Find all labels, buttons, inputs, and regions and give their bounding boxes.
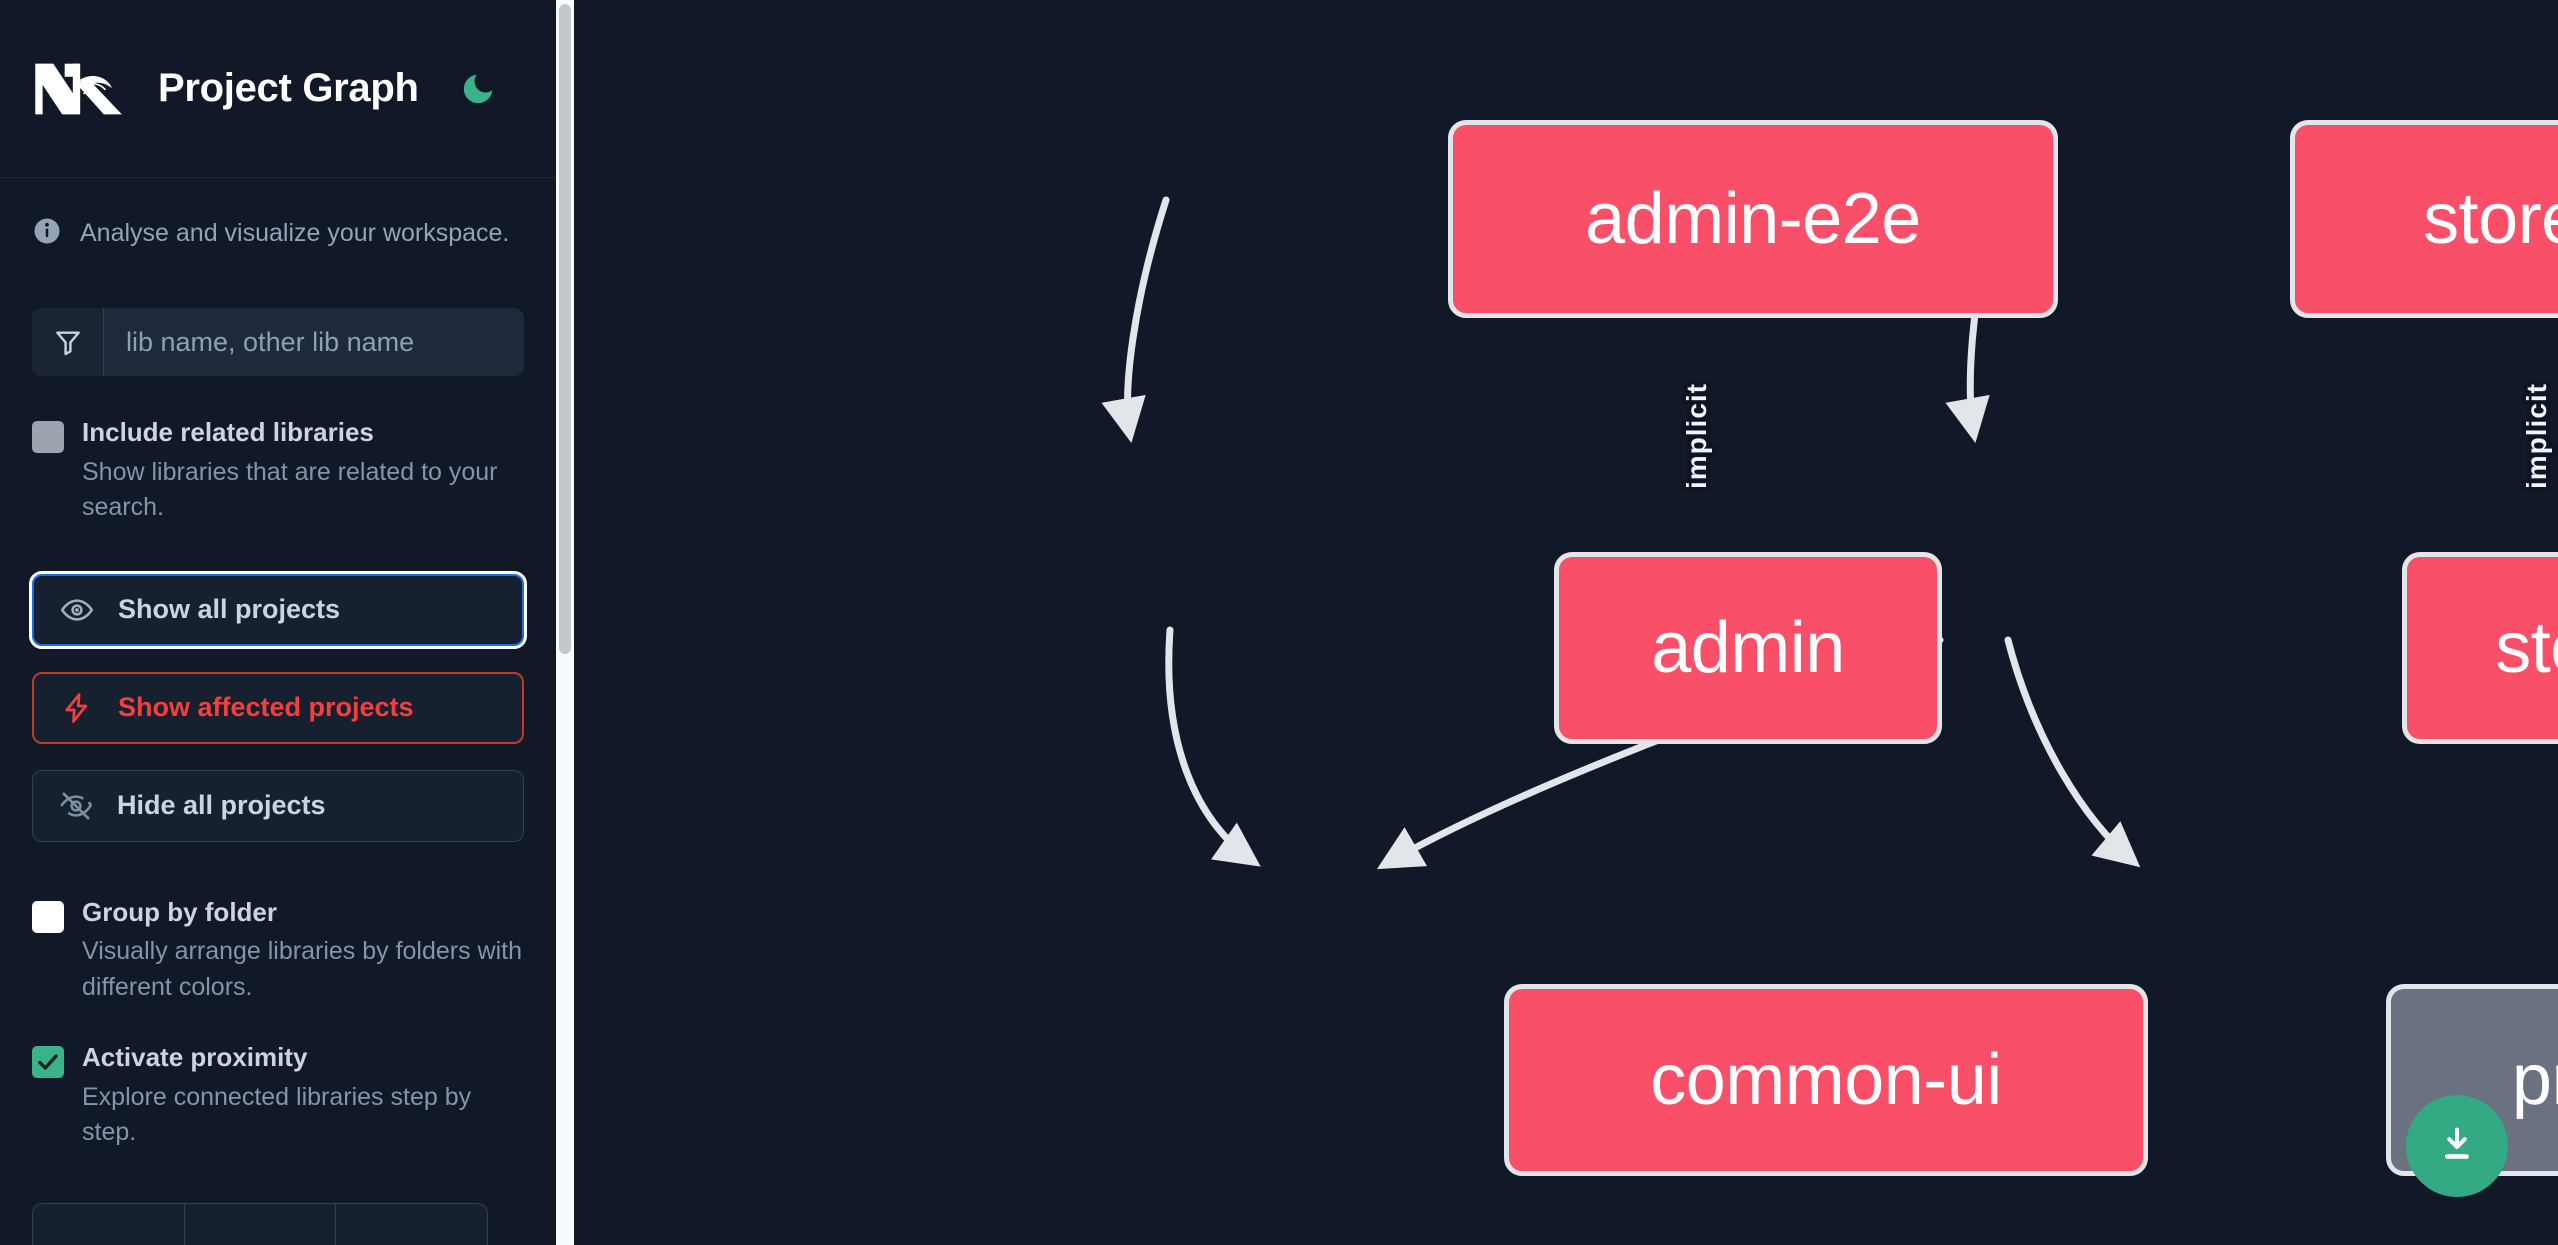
checkbox-row-group-by-folder[interactable]: Group by folder Visually arrange librari…	[0, 896, 556, 1006]
proximity-stepper-decrease[interactable]	[33, 1204, 185, 1245]
download-image-button[interactable]	[2406, 1095, 2508, 1197]
graph-node-admin-e2e[interactable]: admin-e2e	[1448, 120, 2058, 318]
search-section	[0, 251, 556, 376]
graph-node-admin[interactable]: admin	[1554, 552, 1942, 744]
graph-node-store-e2e[interactable]: store-e2e	[2290, 120, 2558, 318]
sidebar: Project Graph Analyse and visualize yo	[0, 0, 574, 1245]
sidebar-scrollbar[interactable]	[556, 0, 574, 1245]
hide-all-projects-label: Hide all projects	[117, 790, 326, 820]
activate-proximity-label: Activate proximity	[82, 1042, 308, 1072]
search-box[interactable]	[32, 308, 524, 376]
group-by-folder-checkbox[interactable]	[32, 900, 64, 933]
graph-node-common-ui[interactable]: common-ui	[1504, 984, 2148, 1176]
proximity-stepper-increase[interactable]	[336, 1204, 487, 1245]
checkbox-row-include-related-libraries[interactable]: Include related libraries Show libraries…	[0, 416, 556, 526]
project-visibility-buttons: Show all projects Show affected projects	[0, 526, 556, 842]
activate-proximity-texts: Activate proximity Explore connected lib…	[82, 1041, 524, 1151]
graph-canvas[interactable]: admin-e2estore-e2eadminstorecommon-uipro…	[574, 0, 2558, 1245]
proximity-stepper-value[interactable]	[185, 1204, 337, 1245]
eye-off-icon	[59, 789, 93, 823]
download-icon	[2434, 1122, 2480, 1171]
proximity-stepper-group[interactable]	[32, 1203, 488, 1245]
lightning-bolt-icon	[60, 691, 94, 725]
include-related-libraries-label: Include related libraries	[82, 417, 374, 447]
include-related-libraries-texts: Include related libraries Show libraries…	[82, 416, 524, 526]
activate-proximity-checkbox[interactable]	[32, 1046, 64, 1078]
include-related-libraries-description: Show libraries that are related to your …	[82, 457, 498, 522]
graph-node-store[interactable]: store	[2402, 552, 2558, 744]
include-related-libraries-checkbox[interactable]	[32, 421, 64, 453]
workspace-info-text: Analyse and visualize your workspace.	[80, 219, 510, 248]
show-affected-projects-label: Show affected projects	[118, 692, 414, 722]
hide-all-projects-button[interactable]: Hide all projects	[32, 769, 524, 842]
group-by-folder-texts: Group by folder Visually arrange librari…	[82, 896, 524, 1006]
sidebar-scroll-region: Project Graph Analyse and visualize yo	[0, 0, 556, 1245]
group-by-folder-description: Visually arrange libraries by folders wi…	[82, 937, 523, 1001]
sidebar-header: Project Graph	[0, 0, 556, 178]
check-icon	[38, 1054, 58, 1070]
edge-store-to-products	[2004, 636, 2141, 868]
group-by-folder-label: Group by folder	[82, 896, 277, 927]
show-affected-projects-button[interactable]: Show affected projects	[32, 671, 524, 744]
nx-logo-icon	[32, 57, 130, 121]
workspace-info: Analyse and visualize your workspace.	[0, 178, 556, 251]
show-all-projects-button[interactable]: Show all projects	[29, 570, 527, 649]
checkbox-row-activate-proximity[interactable]: Activate proximity Explore connected lib…	[0, 1041, 556, 1151]
page-title: Project Graph	[158, 66, 419, 110]
eye-icon	[60, 593, 94, 627]
sidebar-scrollbar-thumb[interactable]	[559, 4, 571, 654]
show-all-projects-label: Show all projects	[118, 594, 341, 624]
info-circle-icon	[32, 216, 62, 251]
filter-icon[interactable]	[32, 308, 104, 376]
search-input[interactable]	[104, 308, 524, 376]
activate-proximity-description: Explore connected libraries step by step…	[82, 1082, 472, 1147]
edge-admin-to-common-ui	[1165, 626, 1261, 867]
moon-icon[interactable]	[453, 64, 503, 114]
edge-admin-e2e-to-admin	[1101, 196, 1170, 444]
